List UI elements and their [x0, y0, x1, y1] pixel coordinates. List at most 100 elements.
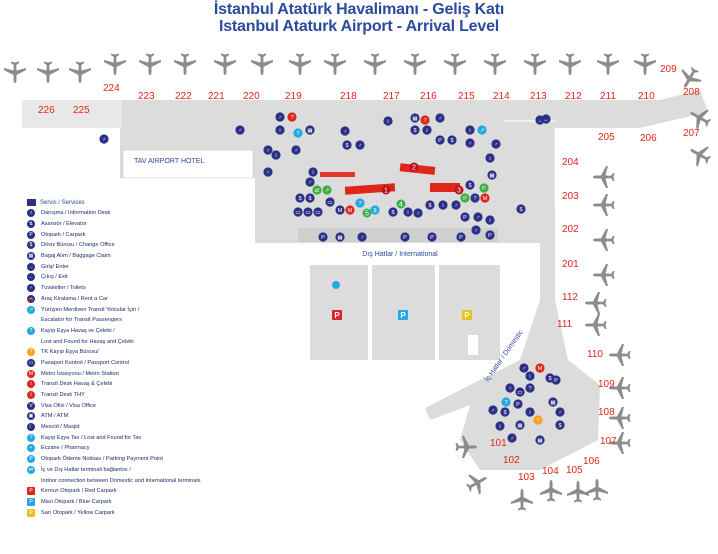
- service-icon[interactable]: ▦: [410, 113, 420, 123]
- service-icon[interactable]: ?: [287, 112, 297, 122]
- red-carpark-marker[interactable]: P: [332, 310, 342, 320]
- service-icon[interactable]: $: [370, 205, 380, 215]
- service-icon[interactable]: $: [447, 135, 457, 145]
- service-icon[interactable]: ?: [293, 128, 303, 138]
- legend-icon: [27, 338, 35, 346]
- service-icon[interactable]: P: [318, 232, 328, 242]
- service-icon[interactable]: ♂: [275, 112, 285, 122]
- service-icon[interactable]: P: [485, 230, 495, 240]
- service-icon[interactable]: ♂: [505, 383, 515, 393]
- service-icon[interactable]: $: [410, 125, 420, 135]
- service-icon[interactable]: ?: [420, 115, 430, 125]
- service-icon[interactable]: P: [460, 193, 470, 203]
- service-icon[interactable]: ♂: [291, 145, 301, 155]
- service-icon[interactable]: ♂: [435, 113, 445, 123]
- service-icon[interactable]: $: [555, 420, 565, 430]
- blue-carpark-marker[interactable]: P: [398, 310, 408, 320]
- service-icon[interactable]: ♂: [263, 145, 273, 155]
- service-icon[interactable]: ▦: [487, 170, 497, 180]
- service-icon[interactable]: ♂: [305, 177, 315, 187]
- service-icon[interactable]: ♂: [471, 225, 481, 235]
- service-icon[interactable]: $: [295, 193, 305, 203]
- service-icon[interactable]: $: [342, 140, 352, 150]
- service-icon[interactable]: ♂: [99, 134, 109, 144]
- gate-label-211: 211: [600, 91, 616, 102]
- service-icon[interactable]: ♂: [507, 433, 517, 443]
- service-icon[interactable]: i: [275, 125, 285, 135]
- service-icon[interactable]: i: [271, 150, 281, 160]
- service-icon[interactable]: ♂: [473, 212, 483, 222]
- service-icon[interactable]: $: [500, 407, 510, 417]
- marker-4: 4: [396, 199, 406, 209]
- service-icon[interactable]: i: [438, 200, 448, 210]
- service-icon[interactable]: i: [308, 167, 318, 177]
- service-icon[interactable]: $: [516, 204, 526, 214]
- service-icon[interactable]: P: [435, 135, 445, 145]
- service-icon[interactable]: ⇄: [312, 185, 322, 195]
- service-icon[interactable]: ▭: [325, 197, 335, 207]
- service-icon[interactable]: P: [551, 375, 561, 385]
- service-icon[interactable]: M: [335, 205, 345, 215]
- service-icon[interactable]: ♂: [355, 140, 365, 150]
- svg-text:P: P: [403, 235, 407, 241]
- service-icon[interactable]: i: [383, 116, 393, 126]
- service-icon[interactable]: $: [305, 193, 315, 203]
- service-icon[interactable]: ▭: [515, 387, 525, 397]
- service-icon[interactable]: i: [495, 421, 505, 431]
- legend-text: İç ve Dış Hatlar terminali bağlantısı /: [41, 466, 131, 473]
- service-icon[interactable]: P: [427, 232, 437, 242]
- svg-text:$: $: [558, 423, 561, 429]
- service-icon[interactable]: ♂: [555, 407, 565, 417]
- service-icon[interactable]: P: [400, 232, 410, 242]
- service-icon[interactable]: ♂: [413, 208, 423, 218]
- service-icon[interactable]: ♂: [235, 125, 245, 135]
- gate-label-108: 108: [598, 407, 615, 418]
- service-icon[interactable]: i: [465, 125, 475, 135]
- service-icon[interactable]: i: [485, 153, 495, 163]
- service-icon[interactable]: M: [535, 363, 545, 373]
- service-icon[interactable]: ?: [501, 397, 511, 407]
- service-icon[interactable]: ▦: [548, 397, 558, 407]
- service-icon[interactable]: $: [425, 200, 435, 210]
- service-icon[interactable]: P: [513, 399, 523, 409]
- service-icon[interactable]: M: [345, 205, 355, 215]
- service-icon[interactable]: ♂: [519, 363, 529, 373]
- service-icon[interactable]: ▦: [515, 420, 525, 430]
- service-icon[interactable]: ↗: [477, 125, 487, 135]
- service-icon[interactable]: i: [403, 207, 413, 217]
- service-icon[interactable]: ♂: [340, 126, 350, 136]
- service-icon[interactable]: ♂: [451, 200, 461, 210]
- service-icon[interactable]: P: [456, 232, 466, 242]
- gate-label-208: 208: [683, 87, 700, 98]
- service-icon[interactable]: ▦: [335, 232, 345, 242]
- service-icon[interactable]: ▭: [293, 207, 303, 217]
- service-icon[interactable]: ♂: [263, 167, 273, 177]
- service-icon[interactable]: $: [465, 180, 475, 190]
- service-icon[interactable]: ?: [355, 198, 365, 208]
- service-icon[interactable]: i: [525, 371, 535, 381]
- service-icon[interactable]: ▭: [303, 207, 313, 217]
- service-icons-domestic[interactable]: ♂iM$♂▭??P♂$i?▦▦♂i♂▦$P: [488, 363, 565, 445]
- yellow-carpark-marker[interactable]: P: [462, 310, 472, 320]
- service-icon[interactable]: ♂: [491, 139, 501, 149]
- service-icon[interactable]: ?: [525, 383, 535, 393]
- service-icon[interactable]: P: [460, 212, 470, 222]
- service-icon[interactable]: i: [485, 215, 495, 225]
- service-icon[interactable]: ▭: [313, 207, 323, 217]
- service-icon[interactable]: ↗: [322, 185, 332, 195]
- service-icon[interactable]: ♂: [488, 405, 498, 415]
- service-icon[interactable]: i: [422, 125, 432, 135]
- service-icon[interactable]: ♂: [357, 232, 367, 242]
- service-icon[interactable]: ♂: [465, 138, 475, 148]
- service-icon[interactable]: ?: [533, 415, 543, 425]
- service-icon[interactable]: ?: [470, 193, 480, 203]
- service-icon[interactable]: ▦: [305, 125, 315, 135]
- service-icon[interactable]: ▦: [535, 435, 545, 445]
- service-icon[interactable]: $: [388, 207, 398, 217]
- service-icon[interactable]: ↔: [541, 114, 551, 124]
- legend-header: Servis / Services: [27, 197, 287, 208]
- service-icon[interactable]: M: [480, 193, 490, 203]
- service-icon[interactable]: P: [479, 183, 489, 193]
- service-icon[interactable]: i: [525, 407, 535, 417]
